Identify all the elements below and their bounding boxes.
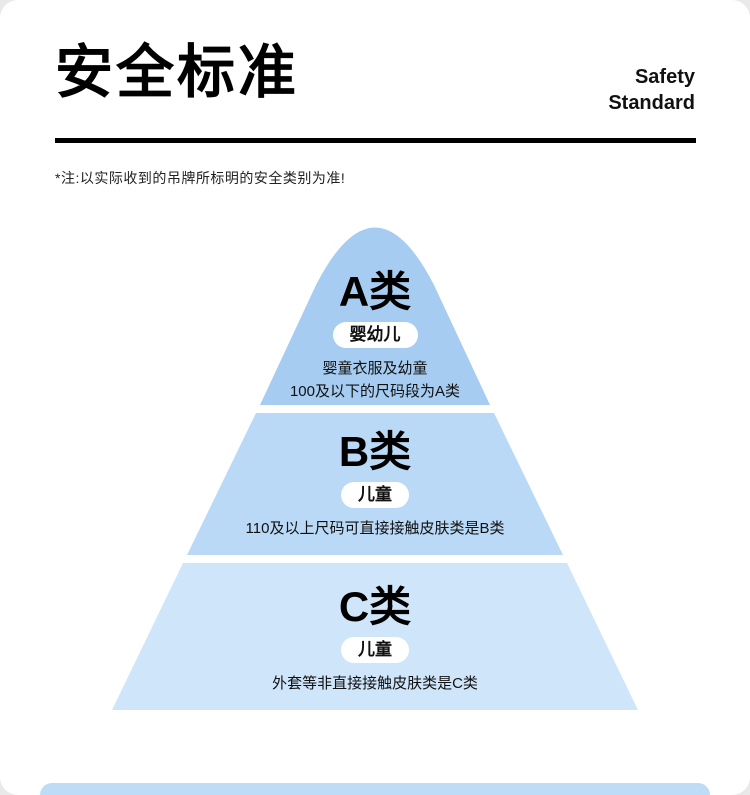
note-text: *注:以实际收到的吊牌所标明的安全类别为准! (55, 170, 346, 186)
desc-line: 外套等非直接接触皮肤类是C类 (272, 675, 478, 692)
pyramid-level-c: C类 儿童 外套等非直接接触皮肤类是C类 (110, 583, 640, 695)
grade-label: A类 (338, 268, 412, 315)
pyramid-level-b: B类 儿童 110及以上尺码可直接接触皮肤类是B类 (110, 428, 640, 540)
header: 安全标准 Safety Standard (55, 40, 695, 135)
title-underline (55, 138, 696, 143)
level-description: 婴童衣服及幼童 100及以下的尺码段为A类 (110, 357, 640, 403)
category-pill: 婴幼儿 (332, 322, 418, 348)
pyramid-level-a-shape (260, 227, 490, 405)
pyramid-level-a: A类 婴幼儿 婴童衣服及幼童 100及以下的尺码段为A类 (110, 268, 640, 403)
level-description: 110及以上尺码可直接接触皮肤类是B类 (110, 517, 640, 540)
subtitle-line: Standard (608, 92, 695, 114)
page-title: 安全标准 (55, 40, 300, 105)
grade-label: C类 (338, 583, 412, 630)
page-subtitle-en: Safety Standard (608, 64, 695, 116)
level-description: 外套等非直接接触皮肤类是C类 (110, 672, 640, 695)
category-pill: 儿童 (341, 482, 409, 508)
subtitle-line: Safety (634, 66, 695, 88)
category-pill: 儿童 (341, 637, 409, 663)
desc-line: 100及以下的尺码段为A类 (289, 383, 461, 400)
grade-label: B类 (338, 428, 412, 475)
next-section-edge (40, 783, 710, 795)
desc-line: 婴童衣服及幼童 (322, 360, 428, 377)
pyramid-level-c-shape (112, 563, 638, 710)
safety-pyramid-diagram: A类 婴幼儿 婴童衣服及幼童 100及以下的尺码段为A类 B类 儿童 110及以… (110, 225, 640, 717)
desc-line: 110及以上尺码可直接接触皮肤类是B类 (245, 520, 505, 537)
